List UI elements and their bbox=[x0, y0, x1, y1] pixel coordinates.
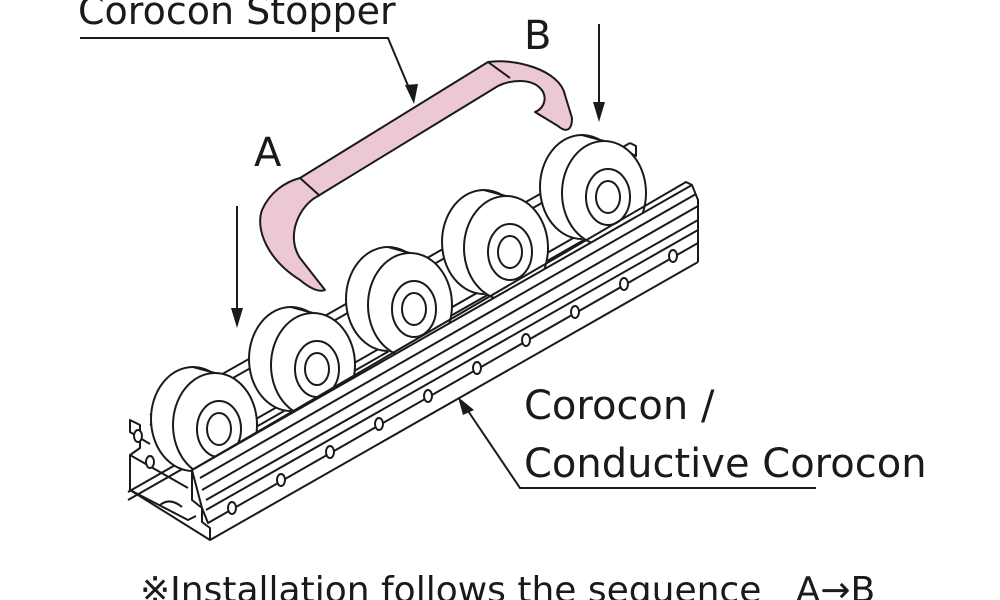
arrow-a-head bbox=[231, 308, 243, 328]
step-b-label: B bbox=[524, 13, 552, 59]
rail-hole bbox=[472, 361, 482, 375]
rail-front bbox=[129, 181, 699, 541]
installation-note: ※Installation follows the sequence A→B bbox=[140, 573, 875, 600]
arrowheads bbox=[231, 84, 605, 415]
sequence-from: A bbox=[795, 570, 821, 600]
step-a-label: A bbox=[254, 130, 282, 176]
rail-hole bbox=[570, 305, 580, 319]
stopper-leader-arrowhead bbox=[405, 84, 418, 104]
note-mark: ※ bbox=[140, 570, 171, 600]
corocon-leader-arrowhead bbox=[458, 397, 474, 415]
sequence-arrow-icon: → bbox=[820, 570, 851, 600]
rollers bbox=[150, 134, 647, 478]
rail-holes bbox=[133, 249, 678, 515]
rail-hole bbox=[325, 445, 335, 459]
roller bbox=[150, 366, 258, 478]
rail-hole bbox=[276, 473, 286, 487]
stopper-label: Corocon Stopper bbox=[78, 0, 396, 33]
rail-hole bbox=[521, 333, 531, 347]
sequence-to: B bbox=[850, 570, 876, 600]
corocon-stopper bbox=[259, 60, 573, 292]
corocon-label-line1: Corocon / bbox=[524, 383, 715, 429]
rail-hole bbox=[133, 429, 143, 443]
rail-hole bbox=[619, 277, 629, 291]
leader-lines bbox=[80, 24, 816, 489]
rail-hole bbox=[423, 389, 433, 403]
corocon-label-line2: Conductive Corocon bbox=[524, 441, 927, 487]
rail-hole bbox=[227, 501, 237, 515]
rail-hole bbox=[668, 249, 678, 263]
note-text: Installation follows the sequence bbox=[170, 570, 762, 600]
roller bbox=[539, 134, 647, 246]
rail-hole bbox=[374, 417, 384, 431]
roller bbox=[345, 246, 453, 358]
arrow-b-head bbox=[593, 102, 605, 122]
rail-hole bbox=[145, 455, 155, 469]
